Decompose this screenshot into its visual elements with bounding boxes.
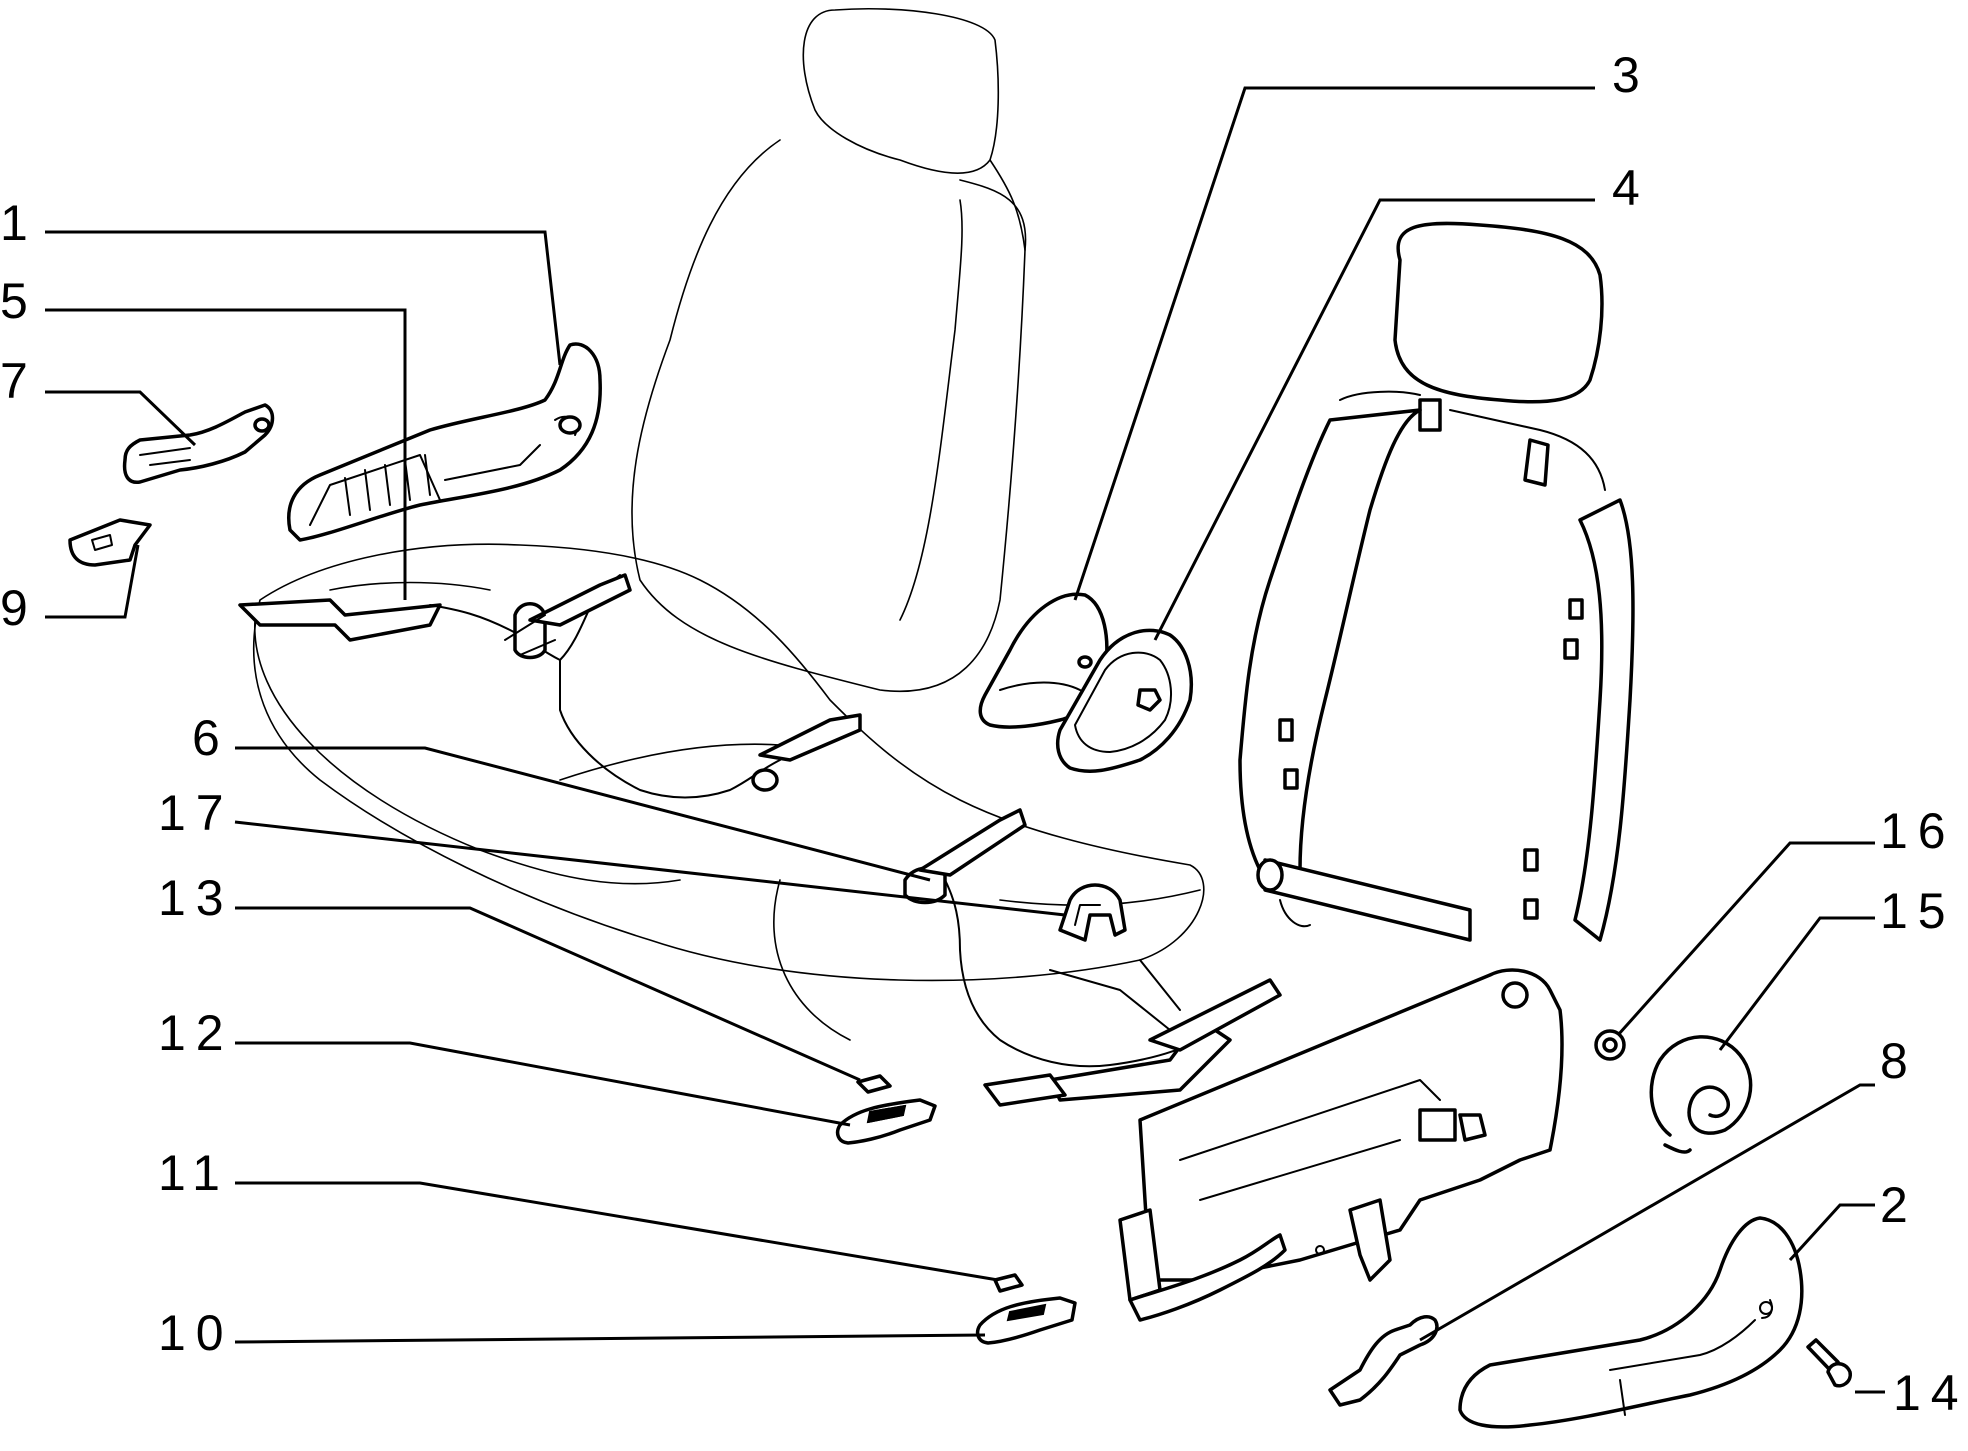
rail-assembly-part-5 [238, 573, 862, 799]
leader-lines [45, 86, 1885, 1394]
seat-outline-ghost [252, 7, 1205, 1041]
handle-part-10 [975, 1296, 1077, 1345]
leader-12 [235, 1041, 851, 1127]
leader-3 [1073, 86, 1595, 601]
callout-15: 15 [1880, 883, 1956, 939]
callout-6: 6 [192, 710, 230, 766]
leader-5 [45, 308, 407, 600]
clip-part-9 [68, 518, 152, 567]
cap-part-11 [993, 1273, 1024, 1293]
callout-labels: 1 2 3 4 5 6 7 8 9 10 11 12 13 14 15 16 1… [0, 47, 1968, 1421]
hinge-cover-part-4 [1056, 628, 1193, 774]
leader-16 [1616, 841, 1875, 1037]
callout-10: 10 [158, 1305, 234, 1361]
leader-6 [235, 746, 931, 882]
leader-11 [235, 1181, 999, 1282]
bracket-part-8 [1328, 1314, 1439, 1407]
callout-17: 17 [158, 785, 234, 841]
callout-4: 4 [1612, 160, 1650, 216]
handle-part-12 [835, 1098, 937, 1145]
leader-7 [45, 390, 197, 447]
leader-10 [234, 1333, 986, 1344]
callout-14: 14 [1893, 1365, 1968, 1421]
leader-4 [1153, 198, 1595, 641]
outer-trim-part-2 [1458, 1216, 1804, 1429]
leader-1 [45, 230, 562, 366]
callout-16: 16 [1880, 803, 1956, 859]
leader-17 [234, 820, 1066, 917]
callout-12: 12 [158, 1005, 234, 1061]
leader-2 [1788, 1203, 1875, 1262]
callout-2: 2 [1880, 1177, 1918, 1233]
rail-assembly-part-6 [903, 808, 1282, 1107]
cap-part-13 [856, 1074, 892, 1094]
bracket-part-7 [122, 403, 275, 484]
clip-part-17 [1058, 883, 1127, 942]
callout-3: 3 [1612, 47, 1650, 103]
bolt-part-14 [1806, 1338, 1852, 1388]
side-trim-panel [287, 342, 602, 542]
callout-9: 9 [0, 580, 38, 636]
callout-11: 11 [158, 1145, 230, 1201]
leader-8 [1419, 1083, 1875, 1342]
callout-13: 13 [158, 870, 234, 926]
washer-part-16 [1594, 1029, 1626, 1061]
leader-9 [45, 544, 140, 619]
spring-part-15 [1649, 1035, 1753, 1154]
seat-frame [1118, 221, 1635, 1322]
callout-1: 1 [0, 195, 38, 251]
leader-13 [235, 906, 861, 1082]
callout-8: 8 [1880, 1033, 1918, 1089]
callout-7: 7 [0, 353, 38, 409]
callout-5: 5 [0, 273, 38, 329]
leader-15 [1718, 916, 1875, 1051]
